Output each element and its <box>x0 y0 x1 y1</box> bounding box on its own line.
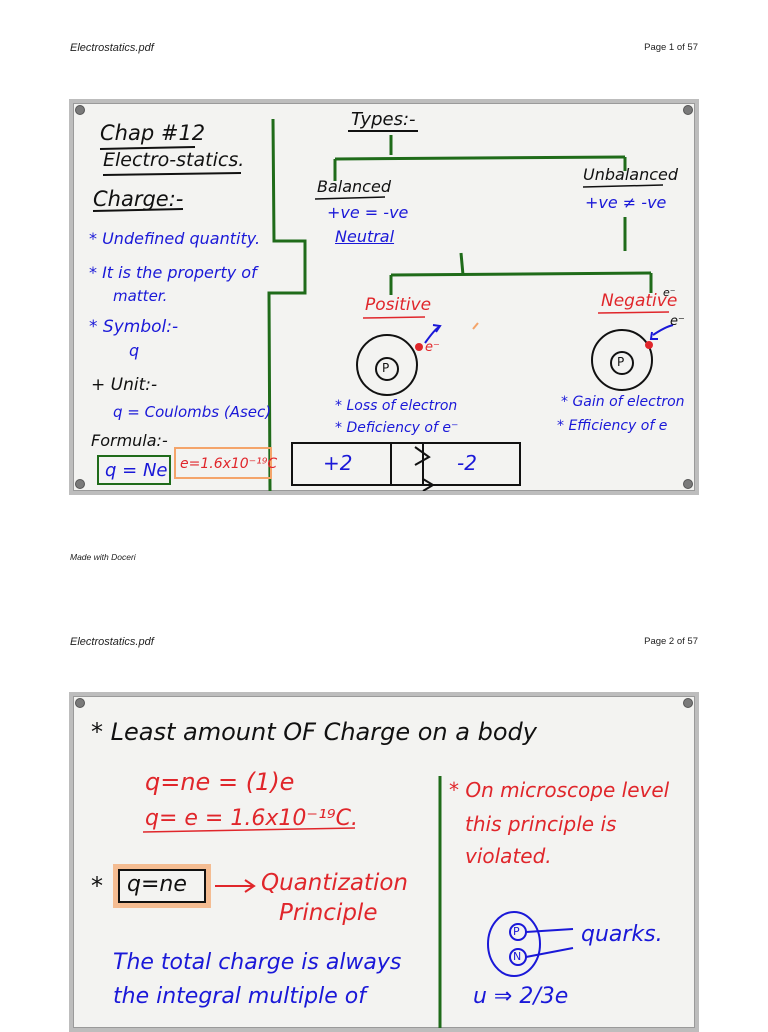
boxed-q-ne: q=ne <box>127 872 187 897</box>
board-drawing-lines <box>92 118 674 491</box>
formula-label: Formula:- <box>91 431 168 450</box>
equation-q-ne: q=ne = (1)e <box>145 768 295 796</box>
symbol-value: q <box>129 341 140 360</box>
electron-label: e⁻ <box>663 286 676 299</box>
page-number: Page 2 of 57 <box>644 636 698 647</box>
board-screw <box>75 698 85 708</box>
charge-heading: Charge:- <box>93 187 184 211</box>
footer-credit: Made with Doceri <box>70 552 136 562</box>
proton-label: P <box>382 361 390 375</box>
chapter-title: Electro-statics. <box>103 149 245 171</box>
bullet-property: * It is the property of <box>89 263 257 282</box>
file-name: Electrostatics.pdf <box>70 636 154 648</box>
proton-label: P <box>617 355 625 369</box>
quarks-label: quarks. <box>581 922 663 947</box>
page-2-header: Electrostatics.pdf Page 2 of 57 <box>70 636 698 652</box>
formula-box-green: q = Ne <box>97 455 171 485</box>
board-screw <box>75 479 85 489</box>
charge-plus-two: +2 <box>323 451 353 475</box>
proton-label: P <box>513 925 520 938</box>
gain-of-electron: * Gain of electron <box>561 394 685 410</box>
board-screw <box>683 105 693 115</box>
efficiency-of-electron: * Efficiency of e <box>557 418 668 434</box>
loss-of-electron: * Loss of electron <box>335 398 458 414</box>
unbalanced-label: Unbalanced <box>583 165 678 184</box>
charge-minus-two: -2 <box>457 451 477 475</box>
formula-e-value: e=1.6x10⁻¹⁹C <box>180 456 278 472</box>
neutron-label: N <box>513 950 522 963</box>
page-number: Page 1 of 57 <box>644 42 698 53</box>
principle-label: Principle <box>279 900 378 926</box>
whiteboard-page-2: * Least amount OF Charge on a body q=ne … <box>69 692 699 1032</box>
microscope-note-2: this principle is <box>465 812 617 836</box>
star-marker: * <box>91 872 103 900</box>
whiteboard-page-1: Chap #12 Electro-statics. Charge:- * Und… <box>69 99 699 495</box>
board-drawing-lines <box>113 776 574 1028</box>
definition-line-2: the integral multiple of <box>113 984 366 1009</box>
board-screw <box>683 479 693 489</box>
balanced-label: Balanced <box>317 177 391 196</box>
bullet-undefined: * Undefined quantity. <box>89 229 261 248</box>
negative-label: Negative <box>601 291 678 311</box>
board-screw <box>683 698 693 708</box>
equation-q-e: q= e = 1.6x10⁻¹⁹C. <box>145 806 358 831</box>
types-heading: Types:- <box>351 109 416 130</box>
board-screw <box>75 105 85 115</box>
electron-label: e⁻ <box>670 314 685 329</box>
deficiency-of-electron: * Deficiency of e⁻ <box>335 420 459 436</box>
bullet-property-cont: matter. <box>113 287 168 305</box>
microscope-note-1: * On microscope level <box>449 778 670 802</box>
page-1-header: Electrostatics.pdf Page 1 of 57 <box>70 42 698 58</box>
neutral-label: Neutral <box>335 227 395 246</box>
electron-label: e⁻ <box>425 340 440 355</box>
formula-q-ne: q = Ne <box>105 460 168 481</box>
balanced-equation: +ve = -ve <box>327 203 409 222</box>
positive-label: Positive <box>365 295 432 315</box>
microscope-note-3: violated. <box>465 844 552 868</box>
chapter-label: Chap #12 <box>100 121 206 145</box>
unit-value: q = Coulombs (Asec) <box>113 403 272 421</box>
definition-line-1: The total charge is always <box>113 950 402 975</box>
symbol-label: * Symbol:- <box>89 317 179 337</box>
unit-label: + Unit:- <box>91 375 158 395</box>
unbalanced-equation: +ve ≠ -ve <box>585 193 667 212</box>
heading-least-charge: * Least amount OF Charge on a body <box>91 718 537 746</box>
formula-box-orange: e=1.6x10⁻¹⁹C <box>174 447 277 479</box>
file-name: Electrostatics.pdf <box>70 42 154 54</box>
up-quark-charge: u ⇒ 2/3e <box>473 984 569 1009</box>
quantization-label: Quantization <box>261 870 408 896</box>
